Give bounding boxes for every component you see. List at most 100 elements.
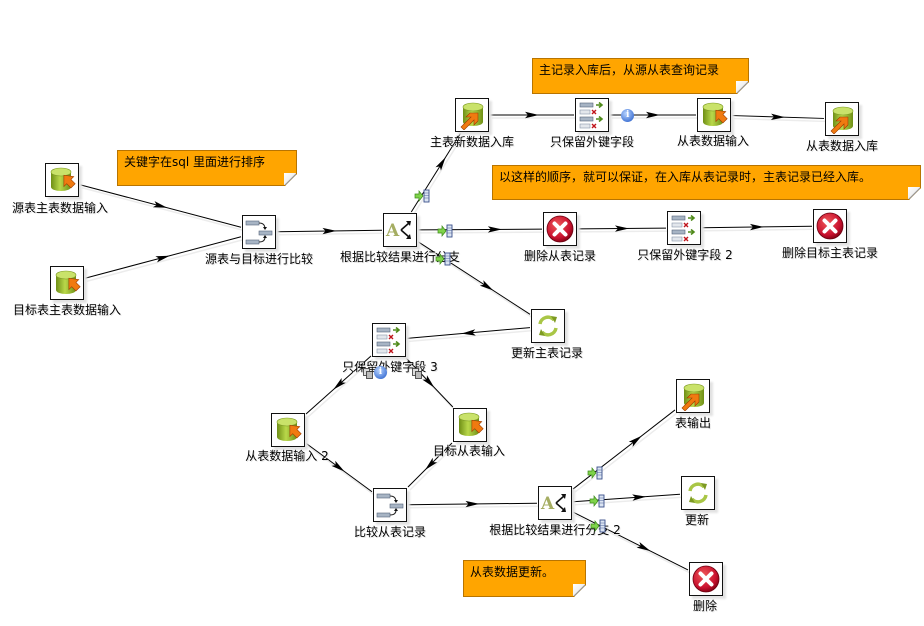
step-icon-box[interactable]: A [538, 486, 572, 520]
hop-arrowhead [435, 157, 446, 171]
step-icon-box[interactable] [242, 215, 276, 249]
info-hop-icon: i [374, 366, 387, 380]
step-icon-box[interactable] [531, 309, 565, 343]
step-label: 从表数据输入 [676, 134, 750, 148]
note-text: 主记录入库后，从源从表查询记录 [539, 63, 720, 77]
note-order-guarantee[interactable]: 以这样的顺序，就可以保证，在入库从表记录时，主表记录已经入库。 [492, 165, 921, 200]
step-icon-box[interactable] [271, 413, 305, 447]
step-icon-box[interactable] [676, 379, 710, 413]
hop-arrowhead [614, 225, 629, 232]
hop-arrowhead [487, 226, 502, 233]
step-label: 比较从表记录 [353, 525, 427, 539]
copy-rows-icon [412, 364, 423, 379]
step-icon-box[interactable] [681, 476, 715, 510]
step-icon-box[interactable] [45, 163, 79, 197]
step-icon-box[interactable] [575, 98, 609, 132]
switch-case-icon: A [385, 215, 415, 245]
hop-arrowhead [628, 435, 642, 447]
step-icon-box[interactable] [50, 266, 84, 300]
svg-text:A: A [385, 221, 400, 241]
step-label: 删除 [692, 599, 718, 613]
step-icon-box[interactable] [455, 98, 489, 132]
hop-arrowhead [749, 223, 764, 231]
step-label: 从表数据入库 [805, 139, 879, 153]
step-icon-box[interactable] [543, 212, 577, 246]
hop-shadow [278, 232, 385, 236]
hop-shadow [703, 228, 815, 232]
step-icon-box[interactable] [373, 488, 407, 522]
note-detail-update[interactable]: 从表数据更新。 [463, 560, 586, 597]
hop-line[interactable] [406, 327, 531, 339]
step-label: 源表主表数据输入 [11, 201, 109, 215]
info-hop-icon: i [621, 109, 635, 122]
step-icon-box[interactable] [697, 98, 731, 132]
hop-arrowhead [331, 460, 345, 472]
select-values-icon [374, 325, 404, 355]
hop-arrowhead [422, 375, 435, 388]
hop-arrowhead [636, 541, 651, 552]
table-input-icon [699, 100, 729, 130]
hop-arrowhead [479, 280, 494, 291]
hop-arrowhead [322, 227, 337, 235]
hop-shadow [733, 117, 827, 123]
step-icon-box[interactable] [825, 102, 859, 136]
step-icon-box[interactable] [667, 211, 701, 245]
hop-line[interactable] [276, 229, 383, 233]
hop-shadow [409, 505, 540, 509]
step-label: 删除从表记录 [523, 249, 597, 263]
step-icon-box[interactable] [813, 209, 847, 243]
step-label: 删除目标主表记录 [781, 246, 879, 260]
hop-arrowhead [425, 457, 438, 470]
step-label: 根据比较结果进行分支 [339, 250, 461, 264]
step-label: 根据比较结果进行分支 2 [489, 523, 621, 537]
step-label: 只保留外键字段 3 [342, 360, 438, 374]
hop-arrowhead [632, 494, 647, 501]
step-label: 表输出 [674, 416, 712, 430]
step-label: 只保留外键字段 2 [637, 248, 733, 262]
step-icon-box[interactable] [689, 562, 723, 596]
step-label: 目标从表输入 [432, 444, 506, 458]
hop-shadow [408, 329, 533, 343]
step-label: 目标表主表数据输入 [12, 303, 122, 317]
step-label: 只保留外键字段 [549, 135, 635, 149]
note-query-detail[interactable]: 主记录入库后，从源从表查询记录 [532, 58, 749, 94]
step-label: 更新主表记录 [510, 346, 584, 360]
hop-line[interactable] [701, 225, 813, 229]
update-icon [683, 478, 713, 508]
note-fold [573, 584, 585, 596]
table-output-icon [827, 104, 857, 135]
hop-arrowhead [525, 111, 539, 119]
note-fold [736, 81, 748, 93]
step-icon-box[interactable]: A [383, 213, 417, 247]
hop-arrowhead [465, 500, 480, 508]
select-values-icon [669, 213, 699, 243]
target-step-hop-icon [435, 251, 451, 266]
table-input-icon [455, 410, 485, 440]
merge-rows-icon [375, 490, 405, 520]
copy-rows-icon [363, 364, 373, 379]
delete-icon [691, 564, 721, 594]
hop-arrowhead [333, 377, 346, 390]
note-sort-in-sql[interactable]: 关键字在sql 里面进行排序 [117, 150, 297, 186]
target-step-hop-icon [437, 223, 453, 238]
target-step-hop-icon [587, 465, 603, 480]
target-step-hop-icon [590, 518, 606, 533]
delete-icon [815, 211, 845, 241]
merge-rows-icon [244, 217, 274, 247]
step-icon-box[interactable] [453, 408, 487, 442]
hop-line[interactable] [407, 502, 538, 506]
note-text: 从表数据更新。 [470, 565, 555, 579]
step-icon-box[interactable] [372, 323, 406, 357]
table-input-icon [273, 415, 303, 445]
table-input-icon [52, 268, 82, 298]
update-icon [533, 311, 563, 341]
hop-arrowhead [770, 113, 785, 120]
hop-line[interactable] [731, 115, 825, 119]
select-values-icon [577, 100, 607, 130]
table-output-icon [678, 381, 708, 412]
switch-case-icon: A [540, 488, 570, 518]
hop-line[interactable] [577, 227, 667, 230]
hop-shadow [574, 412, 678, 493]
